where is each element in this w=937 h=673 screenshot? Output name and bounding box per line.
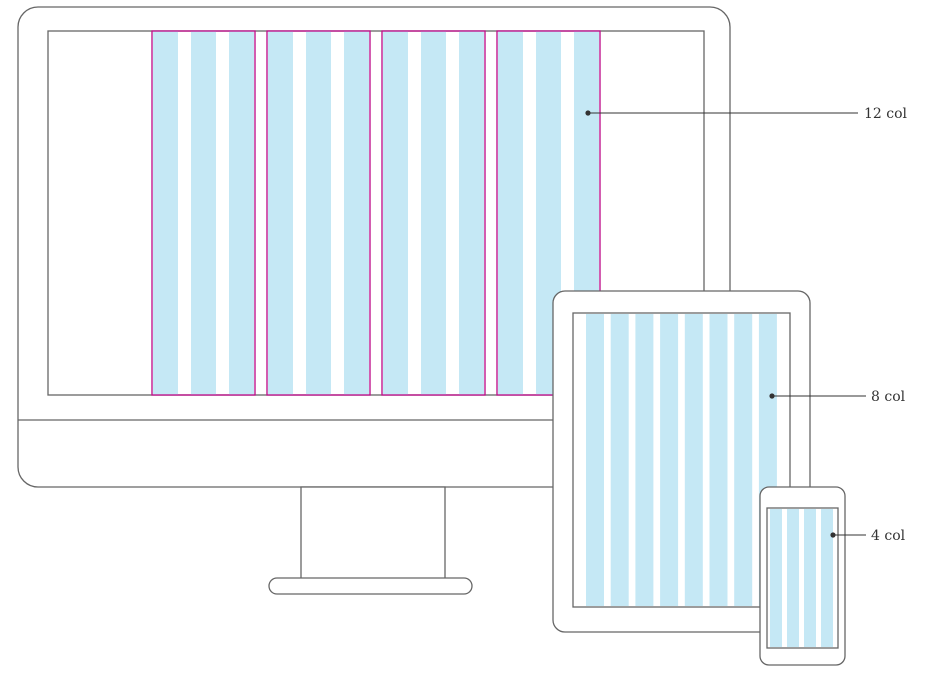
- callout-desktop-label: 12 col: [864, 106, 908, 122]
- phone-grid-column: [804, 509, 816, 647]
- tablet-grid-column: [734, 314, 753, 606]
- callout-tablet: 8 col: [769, 389, 906, 405]
- desktop-grid-column: [421, 31, 446, 395]
- tablet-grid-column: [635, 314, 654, 606]
- callout-phone-label: 4 col: [871, 528, 906, 544]
- tablet-grid-column: [709, 314, 728, 606]
- callout-tablet-label: 8 col: [871, 389, 906, 405]
- desktop-grid-group: [496, 30, 601, 396]
- phone-grid-columns: [770, 509, 833, 647]
- phone-grid-column: [770, 509, 782, 647]
- desktop-grid-groups: [151, 30, 601, 396]
- desktop-grid-column: [459, 31, 484, 395]
- desktop-grid-group: [151, 30, 256, 396]
- callout-phone: 4 col: [830, 528, 906, 544]
- desktop-grid-column: [498, 31, 523, 395]
- desktop-grid-column: [306, 31, 331, 395]
- tablet-grid-column: [586, 314, 604, 606]
- monitor-stand-neck: [300, 486, 446, 580]
- desktop-grid-group: [381, 30, 486, 396]
- desktop-grid-column: [268, 31, 293, 395]
- tablet-grid-column: [610, 314, 629, 606]
- callout-desktop: 12 col: [585, 106, 908, 122]
- tablet-screen: [572, 312, 791, 608]
- monitor-stand-base: [268, 577, 473, 595]
- phone-grid-column: [821, 509, 833, 647]
- desktop-grid-column: [153, 31, 178, 395]
- desktop-grid-column: [229, 31, 254, 395]
- desktop-grid-column: [191, 31, 216, 395]
- phone-grid-column: [787, 509, 799, 647]
- tablet-grid-column: [684, 314, 703, 606]
- desktop-grid-group: [266, 30, 371, 396]
- desktop-grid-column: [344, 31, 369, 395]
- tablet-grid-column: [660, 314, 679, 606]
- desktop-grid-column: [383, 31, 408, 395]
